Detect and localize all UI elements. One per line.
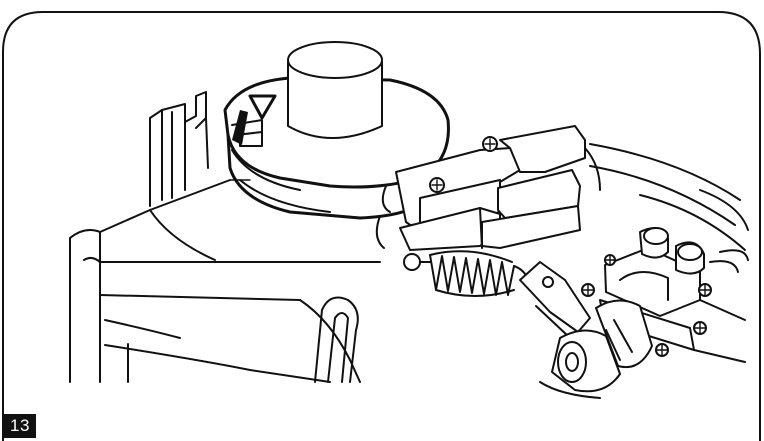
lever-arm xyxy=(519,261,591,337)
lower-arc xyxy=(539,381,601,399)
figure-number-badge: 13 xyxy=(4,414,36,438)
tension-spring xyxy=(403,250,529,297)
left-bracket xyxy=(149,91,209,207)
housing-body xyxy=(69,179,381,383)
housing-slot xyxy=(314,296,359,383)
assembly-screws xyxy=(581,254,712,357)
cable-arc xyxy=(589,143,749,251)
frame-border xyxy=(2,11,761,441)
roller-assembly xyxy=(551,227,749,393)
cylinder-hub xyxy=(287,41,383,139)
microswitch xyxy=(375,125,601,251)
